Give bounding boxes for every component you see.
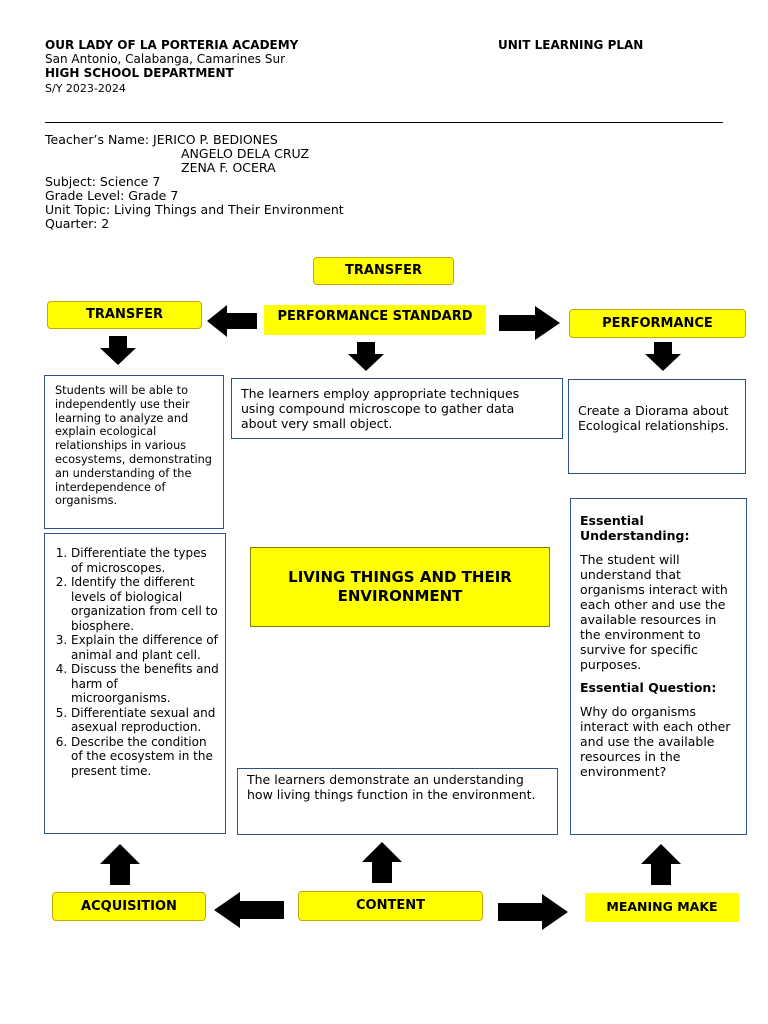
list-item: Explain the difference of animal and pla… xyxy=(71,633,219,662)
performance-standard-box: The learners employ appropriate techniqu… xyxy=(231,378,563,439)
learning-objectives-box: Differentiate the types of microscopes. … xyxy=(44,533,226,834)
teacher-label: Teacher’s Name: xyxy=(45,132,154,147)
meaning-make-label: MEANING MAKE xyxy=(585,893,739,922)
list-item: Differentiate sexual and asexual reprodu… xyxy=(71,706,219,735)
performance-task-text: Create a Diorama about Ecological relati… xyxy=(578,403,729,433)
list-item: Differentiate the types of microscopes. xyxy=(71,546,219,575)
arrow-down-icon xyxy=(100,336,136,365)
school-address: San Antonio, Calabanga, Camarines Sur xyxy=(45,52,286,66)
content-label: CONTENT xyxy=(298,891,483,921)
essential-understanding-heading: Essential Understanding: xyxy=(580,513,690,543)
header-divider xyxy=(45,122,723,123)
arrow-up-icon xyxy=(362,842,402,883)
transfer-goal-box: Students will be able to independently u… xyxy=(44,375,224,529)
arrow-left-icon xyxy=(207,305,257,337)
arrow-up-icon xyxy=(641,844,681,885)
performance-right-label: PERFORMANCE xyxy=(569,309,746,338)
arrow-left-icon xyxy=(214,892,284,928)
unit-title-box: LIVING THINGS AND THEIR ENVIRONMENT xyxy=(250,547,550,627)
list-item: Describe the condition of the ecosystem … xyxy=(71,735,219,779)
content-standard-text: The learners demonstrate an understandin… xyxy=(247,772,536,802)
teacher-name-2: ANGELO DELA CRUZ xyxy=(181,146,310,161)
list-item: Identify the different levels of biologi… xyxy=(71,575,219,633)
unit-title: LIVING THINGS AND THEIR ENVIRONMENT xyxy=(288,568,512,605)
arrow-down-icon xyxy=(645,342,681,371)
list-item: Discuss the benefits and harm of microor… xyxy=(71,662,219,706)
department: HIGH SCHOOL DEPARTMENT xyxy=(45,66,234,80)
performance-standard-label: PERFORMANCE STANDARD xyxy=(264,305,486,335)
grade-line: Grade Level: Grade 7 xyxy=(45,188,179,203)
document-title: UNIT LEARNING PLAN xyxy=(498,38,644,52)
arrow-right-icon xyxy=(498,894,568,930)
school-year: S/Y 2023-2024 xyxy=(45,82,126,95)
performance-standard-text: The learners employ appropriate techniqu… xyxy=(241,386,520,431)
topic-line: Unit Topic: Living Things and Their Envi… xyxy=(45,202,344,217)
quarter-line: Quarter: 2 xyxy=(45,216,110,231)
school-name: OUR LADY OF LA PORTERIA ACADEMY xyxy=(45,38,299,52)
arrow-up-icon xyxy=(100,844,140,885)
objectives-list: Differentiate the types of microscopes. … xyxy=(45,546,219,778)
transfer-left-label: TRANSFER xyxy=(47,301,202,329)
arrow-right-icon xyxy=(499,306,560,340)
teacher-line: Teacher’s Name: JERICO P. BEDIONES xyxy=(45,133,278,147)
transfer-top-label: TRANSFER xyxy=(313,257,454,285)
acquisition-label: ACQUISITION xyxy=(52,892,206,921)
essential-question-text: Why do organisms interact with each othe… xyxy=(580,704,731,779)
subject-line: Subject: Science 7 xyxy=(45,174,161,189)
essential-question-heading: Essential Question: xyxy=(580,680,717,695)
transfer-goal-text: Students will be able to independently u… xyxy=(55,384,212,508)
performance-task-box: Create a Diorama about Ecological relati… xyxy=(568,379,746,474)
teacher-name-3: ZENA F. OCERA xyxy=(181,160,276,175)
essential-box: Essential Understanding: The student wil… xyxy=(570,498,747,835)
content-standard-box: The learners demonstrate an understandin… xyxy=(237,768,558,835)
teacher-name-1: JERICO P. BEDIONES xyxy=(153,132,278,147)
arrow-down-icon xyxy=(348,342,384,371)
essential-understanding-text: The student will understand that organis… xyxy=(580,552,728,672)
